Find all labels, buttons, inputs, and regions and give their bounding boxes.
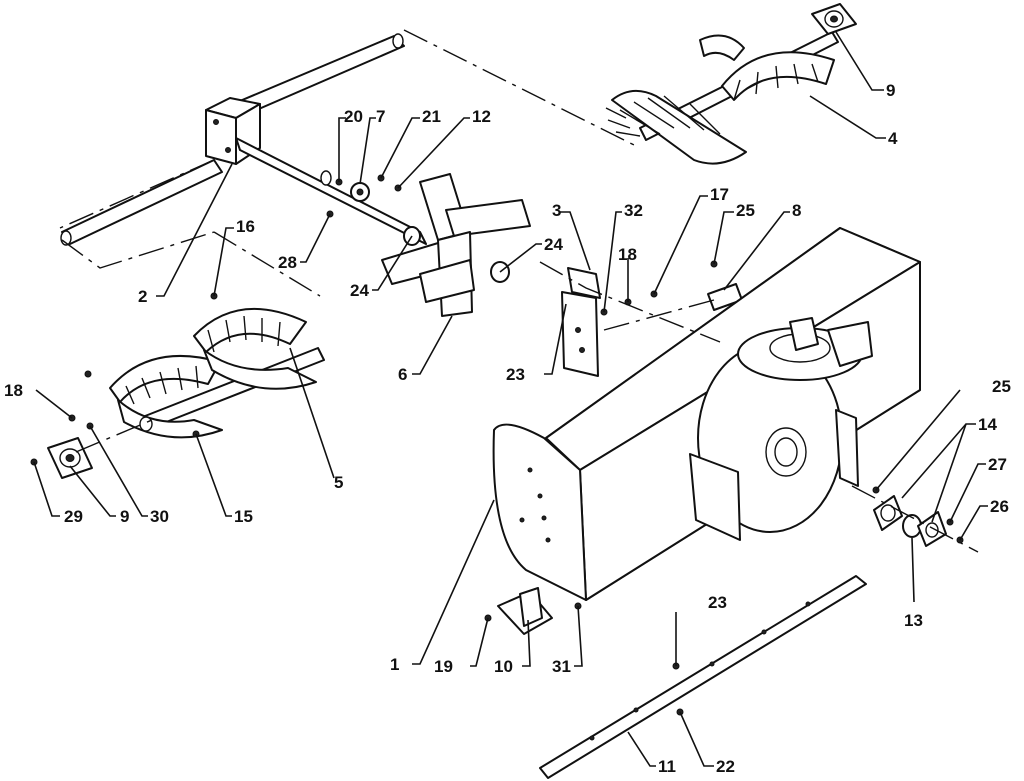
spacer-7: [350, 182, 370, 202]
callout-16: 16: [236, 217, 255, 236]
upper-right-auger: [605, 31, 839, 165]
callout-18-upper: 18: [618, 245, 637, 264]
callout-31: 31: [552, 657, 571, 676]
callout-23-upper: 23: [506, 365, 525, 384]
callout-2: 2: [138, 287, 147, 306]
callout-9-lower: 9: [120, 507, 129, 526]
callout-9-upper: 9: [886, 81, 895, 100]
callout-32: 32: [624, 201, 643, 220]
callout-5: 5: [334, 473, 343, 492]
callout-29: 29: [64, 507, 83, 526]
callout-12: 12: [472, 107, 491, 126]
callout-20: 20: [344, 107, 363, 126]
callout-1: 1: [390, 655, 399, 674]
callout-4: 4: [888, 129, 898, 148]
callout-17: 17: [710, 185, 729, 204]
callout-25-upper: 25: [736, 201, 755, 220]
skid-shoe: [497, 587, 553, 635]
callout-7: 7: [376, 107, 385, 126]
callout-28: 28: [278, 253, 297, 272]
callout-10: 10: [494, 657, 513, 676]
lower-left-shaft: [60, 159, 223, 246]
lower-left-auger: [109, 307, 325, 439]
impeller: [381, 173, 531, 317]
gearbox: [205, 97, 261, 165]
callout-21: 21: [422, 107, 441, 126]
callout-24-left: 24: [350, 281, 369, 300]
right-bearing-assembly: [873, 495, 947, 547]
upper-bearing-flange: [811, 3, 857, 35]
callout-8: 8: [792, 201, 801, 220]
assembly-dashed-lines: [59, 29, 979, 553]
callout-24-right: 24: [544, 235, 563, 254]
lower-bearing-flange: [47, 437, 93, 479]
bracket-3: [561, 267, 601, 377]
chute-ring: [737, 317, 873, 381]
callout-22: 22: [716, 757, 735, 776]
callout-23-lower: 23: [708, 593, 727, 612]
callout-27: 27: [988, 455, 1007, 474]
callout-6: 6: [398, 365, 407, 384]
callout-26: 26: [990, 497, 1009, 516]
callout-14: 14: [978, 415, 997, 434]
callout-19: 19: [434, 657, 453, 676]
scraper-bar: [539, 575, 867, 779]
callout-11: 11: [658, 757, 676, 776]
housing-round-face: [689, 343, 859, 541]
callout-18-lower: 18: [4, 381, 23, 400]
callout-15: 15: [234, 507, 253, 526]
leader-lines: [33, 31, 988, 767]
callout-labels: 9 4 20 7 21 12 3 32 17 25 8 16 28 24 24 …: [4, 81, 1011, 776]
callout-13: 13: [904, 611, 923, 630]
callout-3: 3: [552, 201, 561, 220]
callout-25-right: 25: [992, 377, 1011, 396]
callout-30: 30: [150, 507, 169, 526]
